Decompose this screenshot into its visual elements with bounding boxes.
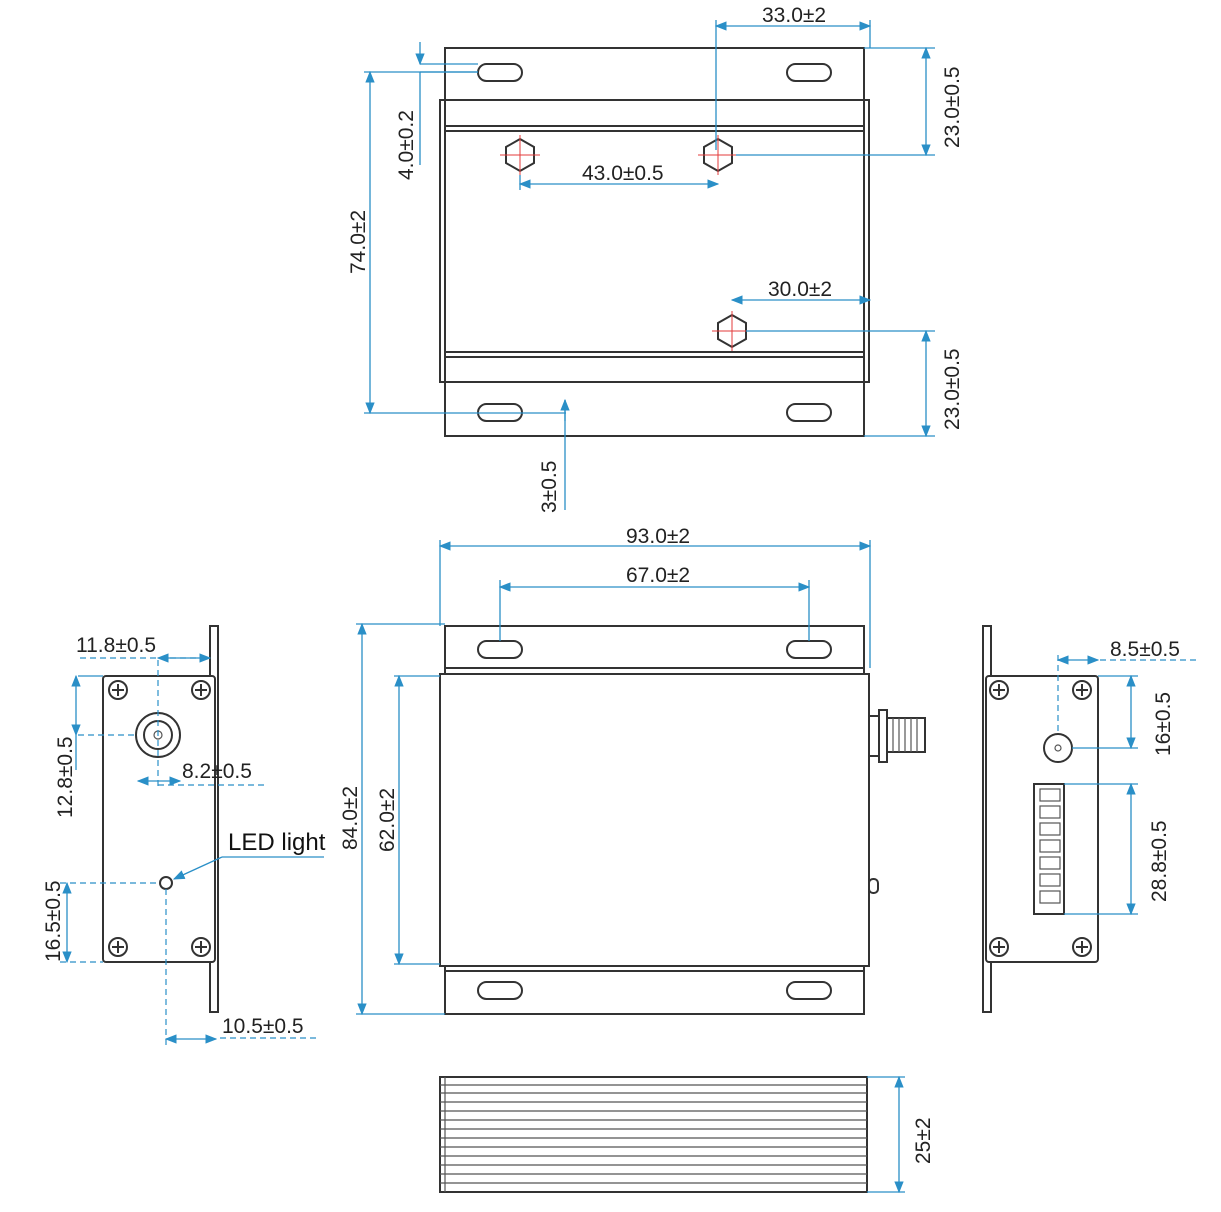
dim-16-5-label: 16.5±0.5 [42,880,65,962]
screw-icon [108,680,128,700]
top-view: 33.0±2 23.0±0.5 4.0±0.2 74.0±2 43.0±0.5 … [347,4,964,513]
dim-10-5-label: 10.5±0.5 [222,1015,304,1038]
dim-28-8-label: 28.8±0.5 [1148,820,1171,902]
front-slot-bl [477,981,523,1000]
top-slot-br [786,403,832,422]
dim-8-5-label: 8.5±0.5 [1110,638,1180,661]
side-button-icon [868,878,879,894]
dim-33-label: 33.0±2 [762,4,826,27]
led-light-label: LED light [228,829,326,856]
dim-84-label: 84.0±2 [339,786,362,850]
dim-16-label: 16±0.5 [1152,692,1175,756]
dim-43-label: 43.0±0.5 [582,162,664,185]
screw-icon [1072,937,1092,957]
heatsink-body [439,1076,868,1193]
top-view-plate [444,47,865,437]
screw-icon [1072,680,1092,700]
dim-93-label: 93.0±2 [626,525,690,548]
dim-62-label: 62.0±2 [376,788,399,852]
screw-icon [989,937,1009,957]
right-side-panel [985,675,1099,963]
dim-25-label: 25±2 [912,1117,935,1164]
antenna-connector-icon [868,709,926,763]
top-slot-tr [786,63,832,82]
dim-12-8-label: 12.8±0.5 [54,736,77,818]
front-slot-br [786,981,832,1000]
dim-30-label: 30.0±2 [768,278,832,301]
left-side-panel [102,675,216,963]
dim-8-2-label: 8.2±0.5 [182,760,252,783]
front-body [439,673,870,967]
screw-icon [191,937,211,957]
right-side-view: 8.5±0.5 16±0.5 28.8±0.5 [982,625,1196,1013]
dim-4-label: 4.0±0.2 [395,110,418,180]
front-view: 93.0±2 67.0±2 84.0±2 62.0±2 [339,525,926,1016]
left-side-view: 11.8±0.5 12.8±0.5 8.2±0.5 LED light 16.5… [42,625,326,1045]
led-leader-line [172,856,223,880]
dim-23-lower-label: 23.0±0.5 [941,348,964,430]
dim-23-upper-label: 23.0±0.5 [941,66,964,148]
terminal-block-icon [1033,783,1065,915]
dim-11-8-label: 11.8±0.5 [76,634,156,657]
screw-icon [108,937,128,957]
dim-74-label: 74.0±2 [347,210,370,274]
dim-3-label: 3±0.5 [538,461,561,513]
screw-icon [989,680,1009,700]
top-view-body [439,99,870,383]
bottom-view: 25±2 [439,1075,935,1194]
screw-icon [191,680,211,700]
dim-67-label: 67.0±2 [626,564,690,587]
